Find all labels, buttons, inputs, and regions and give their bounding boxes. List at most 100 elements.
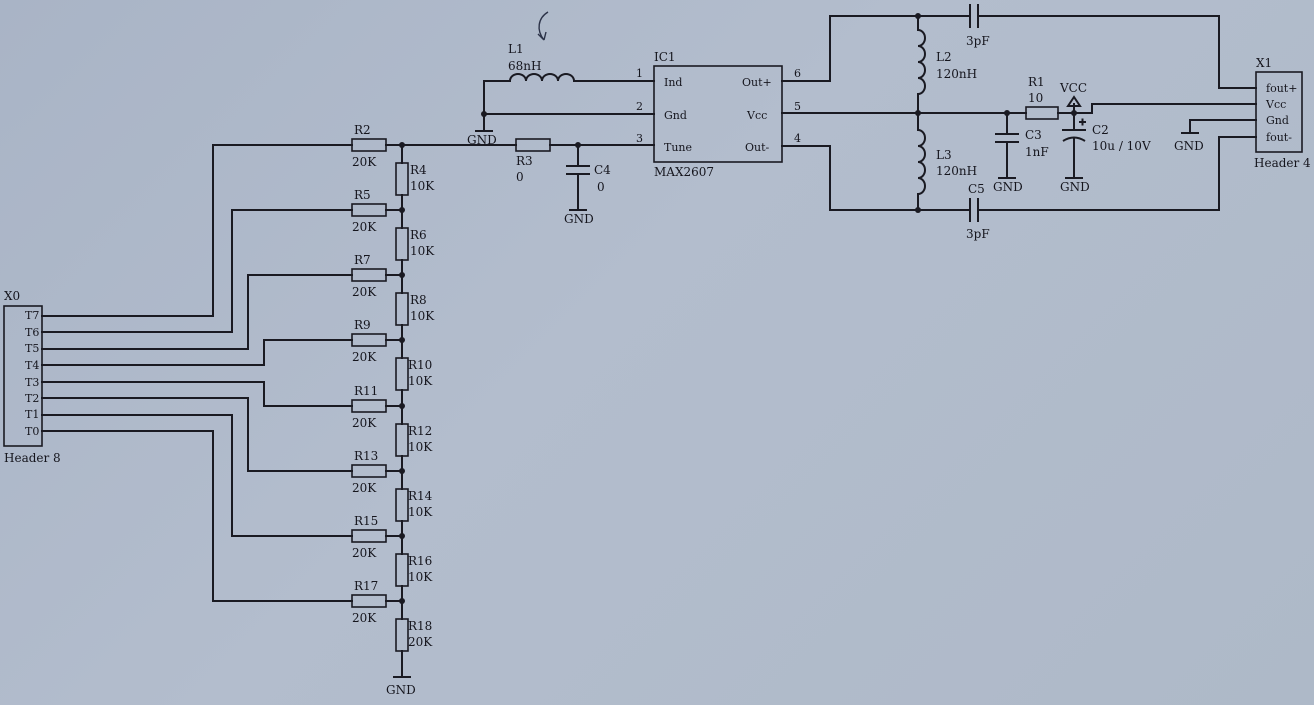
ic1-pin-num-5: 5	[794, 100, 801, 113]
r15-value: 20K	[352, 546, 377, 560]
resistor-r1-body	[1025, 106, 1059, 120]
x1-pin-vcc: Vcc	[1265, 98, 1286, 111]
r6-ref: R6	[410, 228, 427, 242]
c3-gnd-label: GND	[993, 180, 1023, 194]
vcc-arrow-icon	[1066, 95, 1082, 107]
l1-value: 68nH	[508, 59, 541, 73]
r4-ref: R4	[410, 163, 427, 177]
x1-gnd-label: GND	[1174, 139, 1204, 153]
l2-ref: L2	[936, 50, 952, 64]
r17-value: 20K	[352, 611, 377, 625]
r3-ref: R3	[516, 154, 533, 168]
x0-value: Header 8	[4, 451, 61, 465]
c5-ref: C5	[968, 182, 985, 196]
c4-value: 0	[597, 180, 605, 194]
x0-pin-t7: T7	[25, 309, 39, 322]
resistor-r13: R13 20K	[351, 449, 403, 495]
ic1-pin-num-3: 3	[636, 132, 643, 145]
r10-value: 10K	[408, 374, 433, 388]
ic1-pin-ind: Ind	[664, 76, 682, 89]
x0-ref: X0	[4, 289, 20, 303]
r3-value: 0	[516, 170, 524, 184]
r1-ref: R1	[1028, 75, 1045, 89]
r12-ref: R12	[408, 424, 432, 438]
resistor-r12-body	[395, 423, 409, 457]
c3-ref: C3	[1025, 128, 1042, 142]
r13-value: 20K	[352, 481, 377, 495]
ic1-pin-gnd: Gnd	[664, 109, 687, 122]
resistor-r3-body	[515, 138, 551, 152]
r8-value: 10K	[410, 309, 435, 323]
l3-ref: L3	[936, 148, 952, 162]
ladder-gnd-label: GND	[386, 683, 416, 697]
r11-ref: R11	[354, 384, 378, 398]
x1-pin-fout-minus: fout-	[1266, 131, 1292, 144]
x0-pin-t4: T4	[25, 359, 39, 372]
r7-ref: R7	[354, 253, 371, 267]
c5-value: 3pF	[966, 227, 990, 241]
ic1-pin-outn: Out-	[745, 141, 770, 154]
connector-x1: X1 Header 4 fout+ Vcc Gnd fout-	[1254, 56, 1311, 170]
r5-ref: R5	[354, 188, 371, 202]
r10-ref: R10	[408, 358, 432, 372]
x0-pin-t3: T3	[25, 376, 39, 389]
connector-x0: X0 Header 8 T7 T6 T5 T4 T3 T2 T1 T0	[3, 289, 61, 465]
ic1-pin-outp: Out+	[742, 76, 772, 89]
l1-ref: L1	[508, 42, 524, 56]
r14-value: 10K	[408, 505, 433, 519]
r18-ref: R18	[408, 619, 432, 633]
resistor-r9: R9 20K	[351, 318, 403, 364]
ic1-pin-num-2: 2	[636, 100, 643, 113]
r9-ref: R9	[354, 318, 371, 332]
resistor-r11: R11 20K	[351, 384, 403, 430]
r7-value: 20K	[352, 285, 377, 299]
resistor-r6-body	[395, 227, 409, 261]
c3-value: 1nF	[1025, 145, 1049, 159]
r16-value: 10K	[408, 570, 433, 584]
ladder-junctions	[399, 142, 405, 604]
r14-ref: R14	[408, 489, 433, 503]
ic1-pin-vcc: Vcc	[746, 109, 767, 122]
ic1-ref: IC1	[654, 50, 676, 64]
c2-gnd-label: GND	[1060, 180, 1090, 194]
x0-pin-t5: T5	[25, 342, 39, 355]
pencil-annotation-arrow	[537, 11, 549, 41]
x1-pin-gnd: Gnd	[1266, 114, 1289, 127]
ic1-pin-num-4: 4	[794, 132, 801, 145]
r9-value: 20K	[352, 350, 377, 364]
resistor-r5: R5 20K	[351, 188, 403, 234]
resistor-r15: R15 20K	[351, 514, 403, 560]
ic1-pin-num-1: 1	[636, 67, 643, 80]
resistor-r8-body	[395, 292, 409, 326]
resistor-r2: R2 20K	[351, 123, 403, 169]
r13-ref: R13	[354, 449, 378, 463]
x0-wires	[41, 144, 353, 602]
resistor-r18-body	[395, 618, 409, 652]
resistor-r10-body	[395, 357, 409, 391]
c4-ref: C4	[594, 163, 611, 177]
ladder-shunt-resistors: R4 10K R6 10K R8 10K R10 10K R12 10K R14…	[395, 144, 435, 678]
ladder-ground: GND	[386, 676, 416, 697]
resistor-r7: R7 20K	[351, 253, 403, 299]
r4-value: 10K	[410, 179, 435, 193]
r16-ref: R16	[408, 554, 432, 568]
x1-ref: X1	[1256, 56, 1272, 70]
x1-value: Header 4	[1254, 156, 1311, 170]
ic1-max2607: IC1 MAX2607 Ind Gnd Tune Out+ Vcc Out- 1…	[636, 50, 801, 179]
ladder-series-resistors: R2 20K R5 20K R7 20K R9 20K R11 20K	[351, 123, 403, 625]
l3-value: 120nH	[936, 164, 977, 178]
l2-value: 120nH	[936, 67, 977, 81]
r2-value: 20K	[352, 155, 377, 169]
ic-gnd-label: GND	[467, 133, 497, 147]
r11-value: 20K	[352, 416, 377, 430]
c4-gnd-label: GND	[564, 212, 594, 226]
r12-value: 10K	[408, 440, 433, 454]
r2-ref: R2	[354, 123, 371, 137]
r8-ref: R8	[410, 293, 427, 307]
c2-ref: C2	[1092, 123, 1109, 137]
r17-ref: R17	[354, 579, 378, 593]
resistor-r14-body	[395, 488, 409, 522]
r15-ref: R15	[354, 514, 378, 528]
c-top-value: 3pF	[966, 34, 990, 48]
